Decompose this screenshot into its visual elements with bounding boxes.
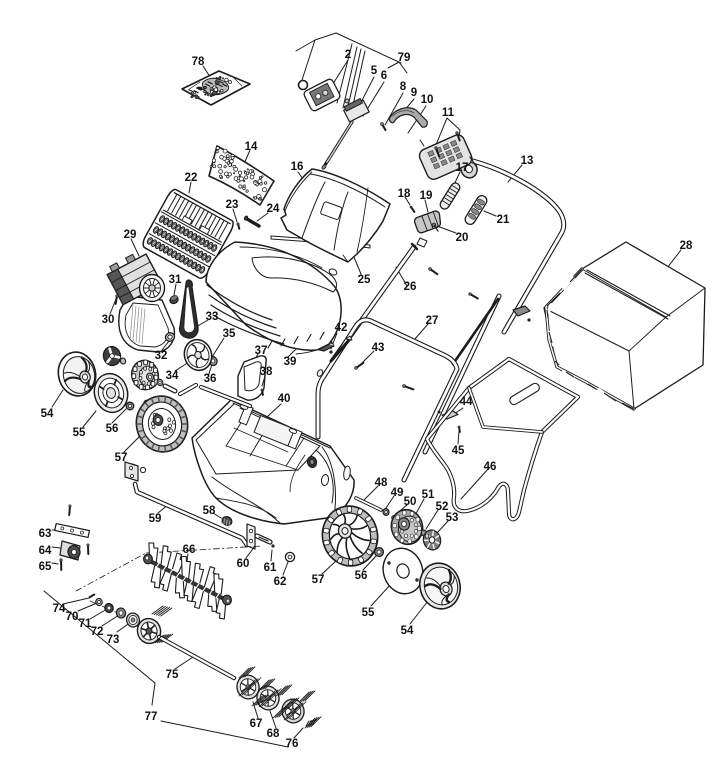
svg-text:23: 23 <box>226 199 239 211</box>
svg-text:35: 35 <box>223 328 236 340</box>
svg-text:30: 30 <box>102 314 115 326</box>
svg-text:26: 26 <box>404 281 417 293</box>
svg-text:72: 72 <box>91 626 104 638</box>
svg-text:39: 39 <box>284 356 297 368</box>
svg-text:68: 68 <box>267 728 280 740</box>
svg-text:59: 59 <box>149 513 162 525</box>
svg-text:64: 64 <box>39 545 52 557</box>
svg-text:73: 73 <box>107 634 120 646</box>
svg-text:78: 78 <box>192 56 205 68</box>
svg-text:50: 50 <box>404 496 417 508</box>
svg-text:79: 79 <box>398 52 411 64</box>
svg-text:20: 20 <box>456 232 469 244</box>
svg-text:25: 25 <box>358 274 371 286</box>
svg-text:29: 29 <box>124 229 137 241</box>
svg-text:5: 5 <box>371 65 378 77</box>
svg-text:27: 27 <box>426 315 439 327</box>
svg-text:55: 55 <box>73 427 86 439</box>
svg-text:49: 49 <box>391 487 404 499</box>
svg-text:9: 9 <box>411 87 417 99</box>
svg-text:6: 6 <box>381 70 387 82</box>
svg-text:16: 16 <box>291 161 304 173</box>
svg-text:31: 31 <box>169 274 182 286</box>
svg-text:53: 53 <box>446 512 459 524</box>
svg-text:62: 62 <box>274 576 287 588</box>
svg-text:63: 63 <box>39 528 52 540</box>
svg-text:17: 17 <box>456 162 469 174</box>
svg-text:33: 33 <box>206 311 219 323</box>
svg-text:38: 38 <box>260 366 273 378</box>
svg-text:44: 44 <box>460 396 473 408</box>
svg-text:58: 58 <box>203 505 216 517</box>
svg-text:75: 75 <box>166 669 179 681</box>
svg-text:45: 45 <box>452 445 465 457</box>
svg-text:51: 51 <box>422 489 435 501</box>
svg-text:42: 42 <box>335 322 348 334</box>
svg-text:32: 32 <box>155 350 168 362</box>
svg-text:60: 60 <box>237 558 250 570</box>
svg-text:57: 57 <box>312 574 325 586</box>
svg-text:54: 54 <box>41 408 54 420</box>
svg-text:8: 8 <box>400 81 407 93</box>
svg-text:19: 19 <box>420 190 433 202</box>
svg-text:43: 43 <box>372 342 385 354</box>
svg-text:10: 10 <box>421 94 434 106</box>
svg-text:13: 13 <box>521 155 534 167</box>
svg-text:37: 37 <box>255 345 268 357</box>
svg-text:67: 67 <box>250 718 263 730</box>
svg-text:21: 21 <box>497 214 510 226</box>
svg-text:18: 18 <box>398 188 411 200</box>
svg-text:11: 11 <box>442 107 455 119</box>
svg-text:36: 36 <box>204 373 217 385</box>
svg-text:48: 48 <box>375 477 388 489</box>
svg-text:22: 22 <box>185 172 198 184</box>
svg-text:56: 56 <box>106 423 119 435</box>
svg-text:57: 57 <box>115 452 128 464</box>
svg-text:40: 40 <box>278 393 291 405</box>
svg-text:74: 74 <box>53 603 66 615</box>
svg-text:14: 14 <box>245 141 258 153</box>
svg-text:28: 28 <box>680 240 693 252</box>
svg-text:24: 24 <box>267 203 280 215</box>
svg-text:34: 34 <box>166 370 179 382</box>
svg-text:66: 66 <box>183 544 196 556</box>
svg-text:56: 56 <box>355 570 368 582</box>
svg-text:77: 77 <box>145 711 158 723</box>
svg-text:65: 65 <box>39 561 52 573</box>
svg-text:46: 46 <box>484 461 497 473</box>
svg-text:54: 54 <box>401 625 414 637</box>
svg-text:55: 55 <box>362 607 375 619</box>
svg-text:61: 61 <box>264 562 277 574</box>
svg-text:2: 2 <box>345 49 351 61</box>
svg-text:76: 76 <box>286 738 299 750</box>
svg-text:70: 70 <box>66 611 79 623</box>
